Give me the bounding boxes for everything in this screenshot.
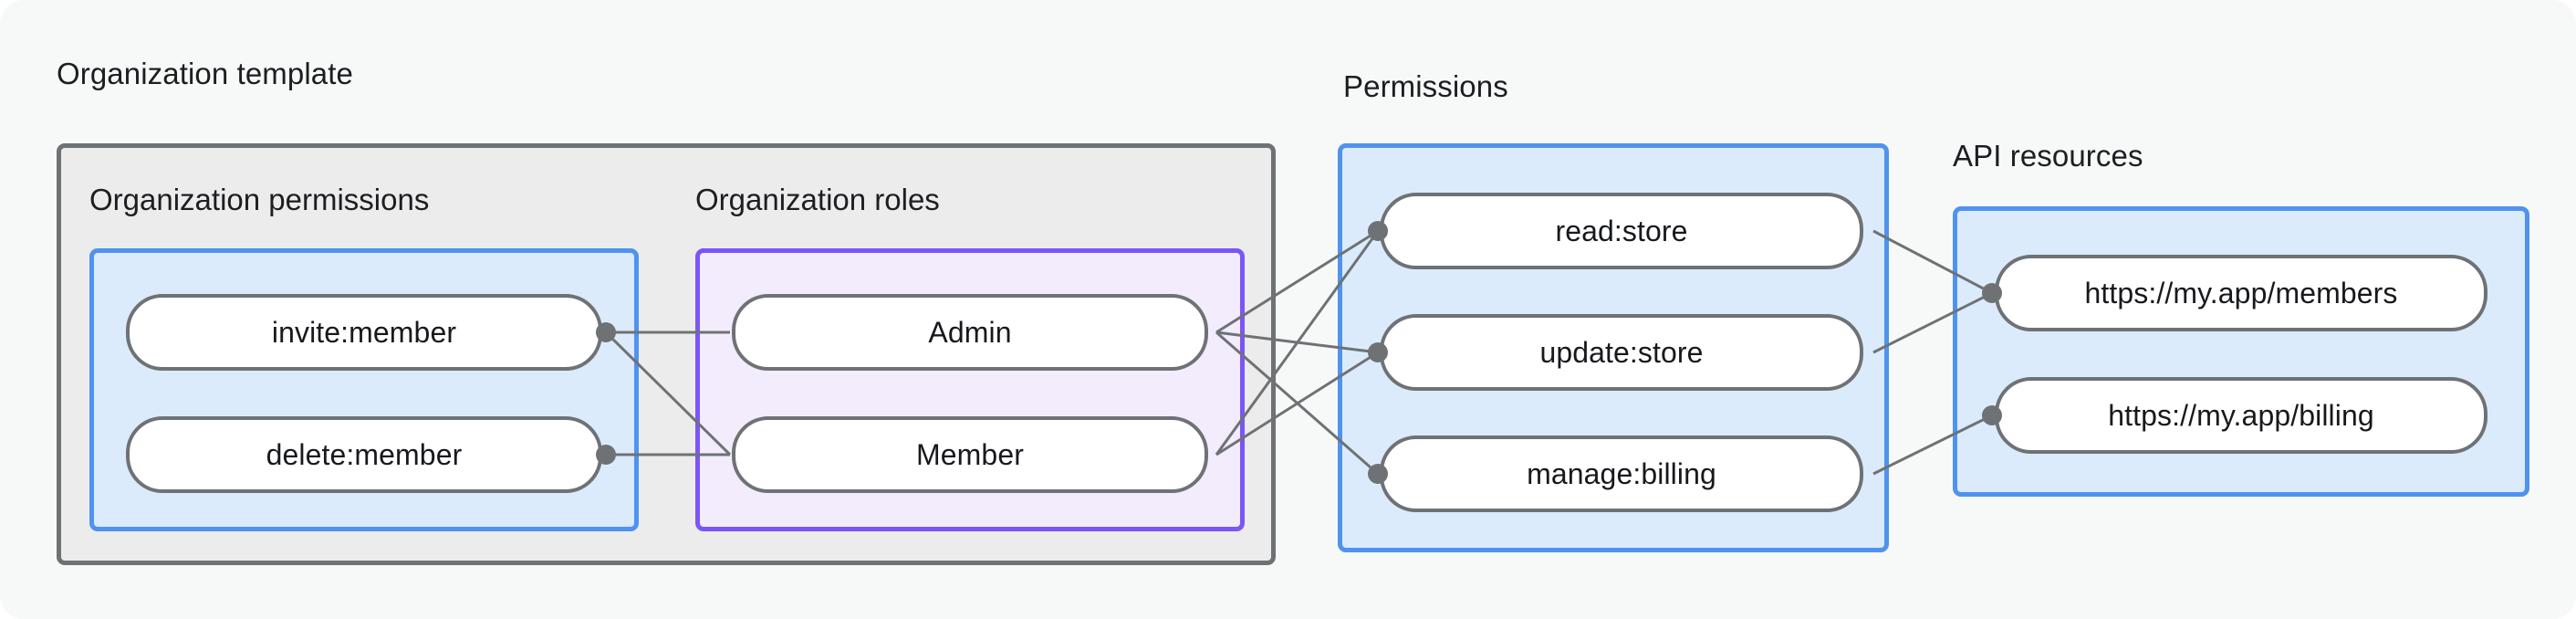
node-label-update-store: update:store bbox=[1539, 335, 1704, 369]
node-label-member: Member bbox=[916, 437, 1024, 471]
node-label-admin: Admin bbox=[928, 315, 1012, 349]
group-title-organization-roles: Organization roles bbox=[695, 183, 940, 216]
group-title-organization-permissions: Organization permissions bbox=[89, 183, 430, 216]
node-billing-url[interactable]: https://my.app/billing bbox=[1995, 377, 2487, 454]
node-invite-member[interactable]: invite:member bbox=[126, 294, 602, 371]
node-read-store[interactable]: read:store bbox=[1380, 193, 1863, 269]
node-admin[interactable]: Admin bbox=[732, 294, 1208, 371]
node-label-manage-billing: manage:billing bbox=[1527, 456, 1716, 490]
node-members-url[interactable]: https://my.app/members bbox=[1995, 255, 2487, 331]
group-title-permissions: Permissions bbox=[1343, 69, 1508, 103]
node-label-members-url: https://my.app/members bbox=[2084, 276, 2398, 310]
node-label-invite-member: invite:member bbox=[271, 315, 457, 349]
node-label-read-store: read:store bbox=[1555, 214, 1688, 247]
node-manage-billing[interactable]: manage:billing bbox=[1380, 435, 1863, 512]
group-title-organization-template: Organization template bbox=[57, 57, 353, 90]
node-update-store[interactable]: update:store bbox=[1380, 314, 1863, 391]
node-member[interactable]: Member bbox=[732, 416, 1208, 493]
node-delete-member[interactable]: delete:member bbox=[126, 416, 602, 493]
node-label-billing-url: https://my.app/billing bbox=[2108, 398, 2374, 432]
group-title-api-resources: API resources bbox=[1953, 139, 2143, 173]
node-label-delete-member: delete:member bbox=[266, 437, 463, 471]
